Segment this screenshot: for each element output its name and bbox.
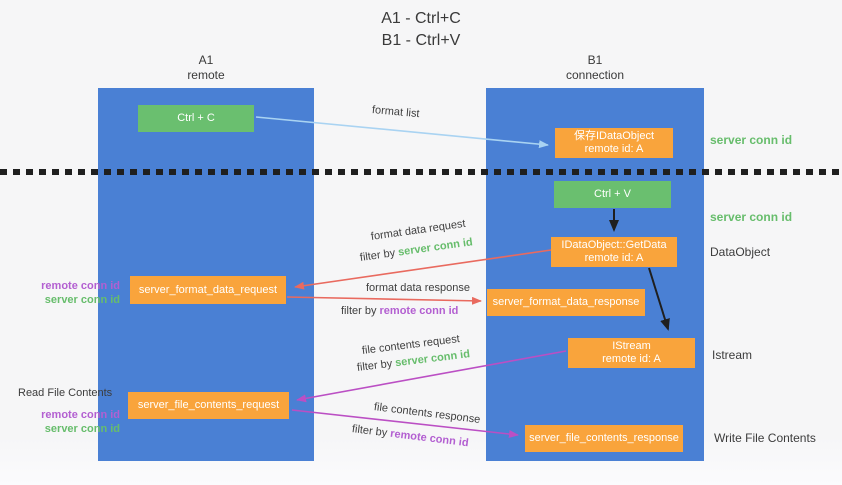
file-contents-response-label: file contents response xyxy=(373,401,481,426)
column-a1-header: A1 remote xyxy=(98,53,314,83)
server-conn-id-text: server conn id xyxy=(397,236,474,259)
save-dataobject-box: 保存IDataObject remote id: A xyxy=(555,128,673,158)
getdata-line2: remote id: A xyxy=(584,252,644,264)
filter-by-remote-conn-id-label-1: filter by remote conn id xyxy=(341,305,458,317)
diagram-title-line2: B1 - Ctrl+V xyxy=(381,32,461,49)
column-b1-header: B1 connection xyxy=(486,53,704,83)
left-conn-id-group-bottom: remote conn id server conn id xyxy=(8,408,120,436)
filter-by-text: filter by xyxy=(356,357,393,374)
remote-conn-id-text: remote conn id xyxy=(379,305,459,317)
left-conn-id-group-top: remote conn id server conn id xyxy=(8,279,120,307)
format-data-response-label: format data response xyxy=(366,282,470,294)
server-file-contents-request-label: server_file_contents_request xyxy=(137,399,280,411)
ctrl-v-label: Ctrl + V xyxy=(594,188,631,200)
ctrl-c-label: Ctrl + C xyxy=(177,112,215,124)
column-b1-name: B1 xyxy=(587,53,603,67)
save-dataobject-line2: remote id: A xyxy=(584,143,644,155)
filter-by-remote-conn-id-label-2: filter by remote conn id xyxy=(351,423,469,449)
server-conn-id-label-top-right: server conn id xyxy=(710,133,793,147)
filter-by-text: filter by xyxy=(351,423,388,440)
remote-conn-id-label-left-bottom: remote conn id xyxy=(41,409,120,421)
server-format-data-response-box: server_format_data_response xyxy=(487,289,645,316)
filter-by-text: filter by xyxy=(359,247,396,264)
istream-line1: IStream xyxy=(612,340,651,352)
server-file-contents-request-box: server_file_contents_request xyxy=(128,392,289,419)
istream-side-label: Istream xyxy=(712,348,753,362)
server-conn-id-label-mid-right: server conn id xyxy=(710,210,793,224)
ctrl-v-box: Ctrl + V xyxy=(554,181,671,208)
save-dataobject-line1: 保存IDataObject xyxy=(573,130,655,142)
remote-conn-id-text: remote conn id xyxy=(389,427,470,450)
read-file-contents-label: Read File Contents xyxy=(18,387,113,399)
server-conn-id-label-left-bottom: server conn id xyxy=(44,423,120,435)
getdata-box: IDataObject::GetData remote id: A xyxy=(551,237,677,267)
server-format-data-request-label: server_format_data_request xyxy=(138,283,278,296)
diagram-title: A1 - Ctrl+C B1 - Ctrl+V xyxy=(0,8,842,52)
dataobject-label: DataObject xyxy=(710,245,771,259)
getdata-line1: IDataObject::GetData xyxy=(561,239,667,251)
filter-by-text: filter by xyxy=(341,305,377,317)
server-file-contents-response-label: server_file_contents_response xyxy=(529,432,679,444)
ctrl-c-box: Ctrl + C xyxy=(138,105,254,132)
column-a1-subtitle: remote xyxy=(187,68,225,82)
diagram-title-line1: A1 - Ctrl+C xyxy=(381,10,461,27)
server-file-contents-response-box: server_file_contents_response xyxy=(525,425,683,452)
remote-conn-id-label-left-top: remote conn id xyxy=(41,280,120,292)
column-a1-name: A1 xyxy=(198,53,214,67)
format-data-response-arrow xyxy=(286,296,482,305)
server-format-data-request-box: server_format_data_request xyxy=(130,276,286,304)
istream-box: IStream remote id: A xyxy=(568,338,695,368)
write-file-contents-label: Write File Contents xyxy=(714,431,816,445)
server-conn-id-label-left-top: server conn id xyxy=(44,294,120,306)
column-b1-subtitle: connection xyxy=(565,68,625,82)
server-format-data-response-label: server_format_data_response xyxy=(492,296,640,308)
istream-line2: remote id: A xyxy=(602,353,661,365)
format-list-label: format list xyxy=(371,104,421,121)
